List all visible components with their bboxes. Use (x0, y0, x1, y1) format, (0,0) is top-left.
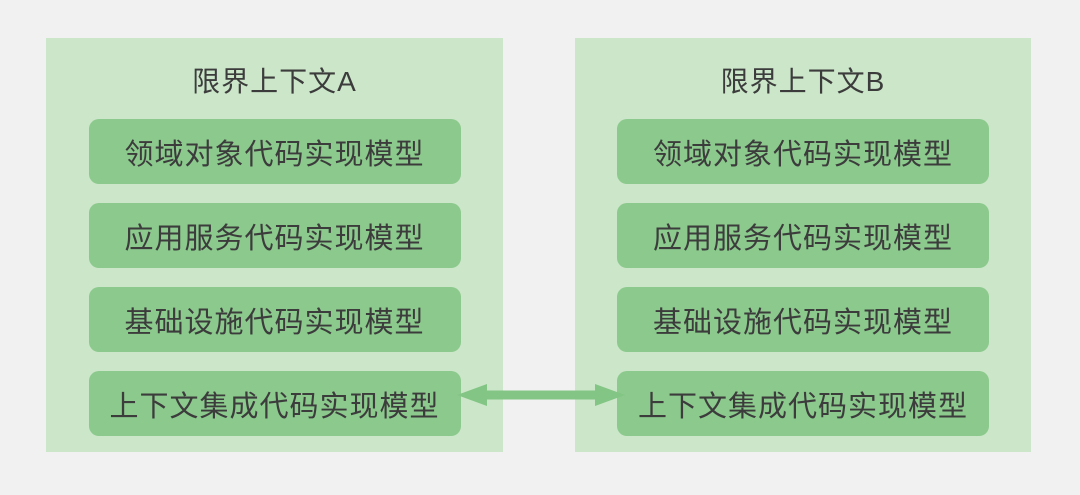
context-a-title: 限界上下文A (192, 66, 357, 97)
double-arrow-icon (457, 384, 625, 406)
context-a-domain-object-model-box: 领域对象代码实现模型 (88, 119, 461, 184)
context-b-domain-object-model-box: 领域对象代码实现模型 (617, 119, 989, 184)
bounded-context-b: 限界上下文B 领域对象代码实现模型 应用服务代码实现模型 基础设施代码实现模型 … (575, 38, 1031, 452)
context-a-integration-model-box: 上下文集成代码实现模型 (88, 371, 461, 436)
context-b-application-service-model-box: 应用服务代码实现模型 (617, 203, 989, 268)
context-b-title: 限界上下文B (720, 66, 886, 97)
bounded-context-a: 限界上下文A 领域对象代码实现模型 应用服务代码实现模型 基础设施代码实现模型 … (46, 38, 503, 452)
context-a-application-service-model-box: 应用服务代码实现模型 (88, 203, 461, 268)
context-b-infrastructure-model-box: 基础设施代码实现模型 (617, 287, 989, 352)
context-b-integration-model-box: 上下文集成代码实现模型 (617, 371, 989, 436)
context-a-infrastructure-model-box: 基础设施代码实现模型 (88, 287, 461, 352)
